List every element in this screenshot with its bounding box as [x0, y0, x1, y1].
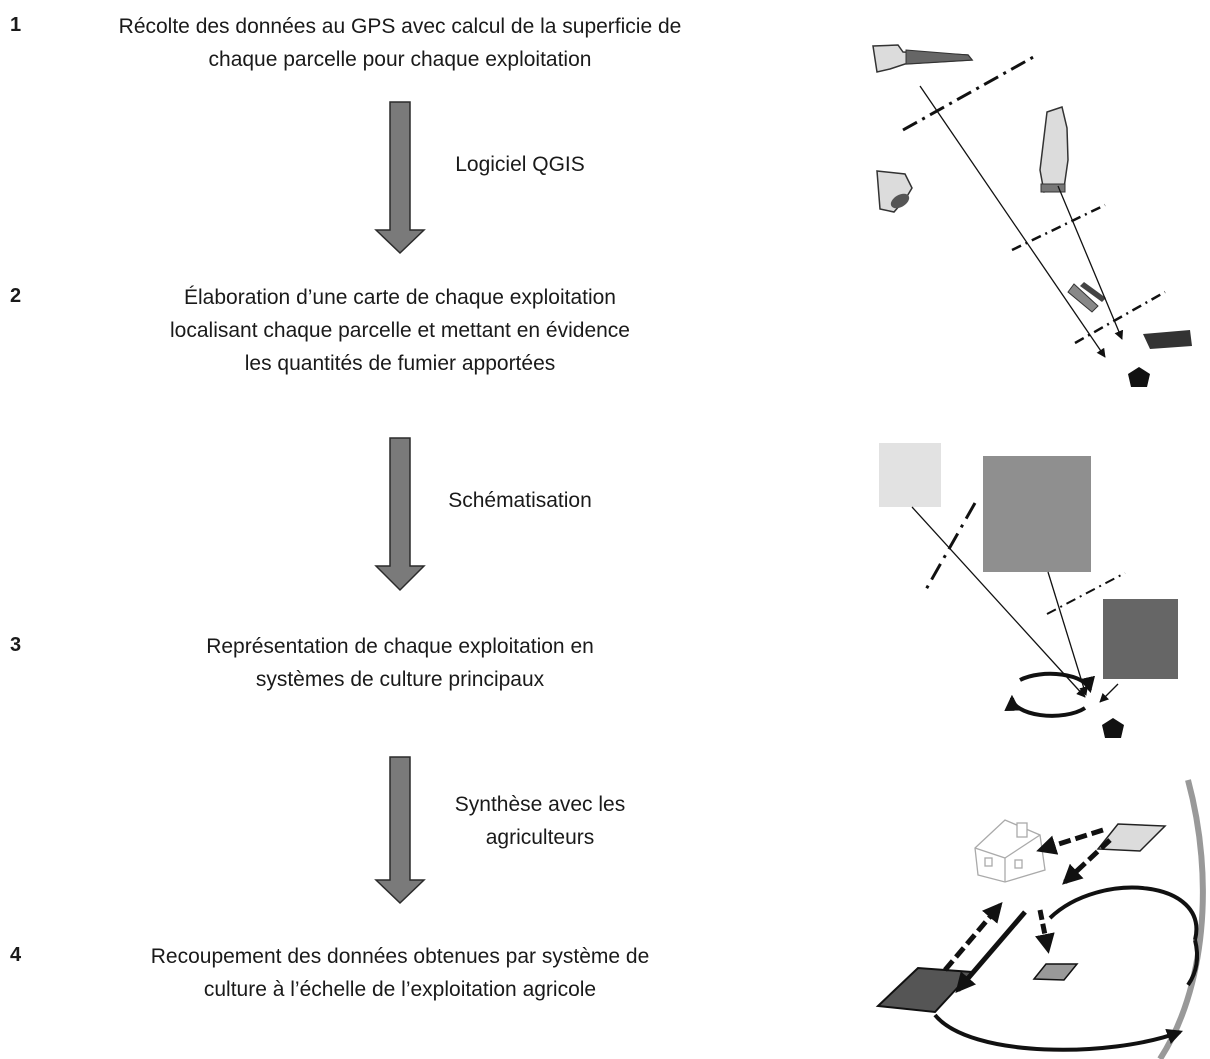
- step-3-text: Représentation de chaque exploitation en…: [60, 630, 740, 696]
- step-3-number: 3: [10, 634, 22, 656]
- step-1-line-2: chaque parcelle pour chaque exploitation: [208, 48, 592, 71]
- transition-3-line-2: agriculteurs: [485, 826, 595, 849]
- farm-synthesis-illustration: [875, 779, 1206, 1059]
- down-arrow-1: [374, 101, 426, 255]
- step-2-number: 2: [10, 285, 22, 307]
- light-parcel-square: [879, 443, 941, 507]
- rotation-loop: [1186, 939, 1199, 987]
- step-1-number: 1: [10, 14, 22, 36]
- parcel-map-illustration: [872, 44, 1192, 387]
- farmhouse-icon: [974, 819, 1046, 883]
- step-4-line-1: Recoupement des données obtenues par sys…: [150, 945, 650, 968]
- step-4-number: 4: [10, 944, 22, 966]
- step-2-text: Élaboration d’une carte de chaque exploi…: [60, 281, 740, 380]
- step-2-line-1: Élaboration d’une carte de chaque exploi…: [184, 286, 616, 309]
- step-1-text: Récolte des données au GPS avec calcul d…: [60, 10, 740, 76]
- medium-parcel-square: [983, 456, 1091, 572]
- transition-1-label: Logiciel QGIS: [430, 148, 610, 181]
- parcel-shape: [1040, 183, 1066, 193]
- transition-3-line-1: Synthèse avec les: [454, 793, 626, 816]
- parcel-rhombus: [1096, 823, 1167, 852]
- rotation-cycle-icon: [1004, 694, 1087, 718]
- step-2-line-3: les quantités de fumier apportées: [244, 352, 556, 375]
- down-arrow-2: [374, 437, 426, 592]
- parcel-rhombus: [875, 966, 975, 1014]
- farm-marker: [1128, 367, 1150, 387]
- farm-marker: [1102, 718, 1124, 738]
- step-1-line-1: Récolte des données au GPS avec calcul d…: [118, 15, 682, 38]
- rotation-loop: [1048, 885, 1199, 941]
- parcel-shape: [1067, 283, 1099, 313]
- step-2-line-2: localisant chaque parcelle et mettant en…: [170, 319, 630, 342]
- dark-parcel-square: [1103, 599, 1178, 679]
- step-4-line-2: culture à l’échelle de l’exploitation ag…: [203, 978, 597, 1001]
- transition-2-line-1: Schématisation: [448, 489, 592, 512]
- parcel-shape: [1143, 330, 1192, 349]
- parcel-shape: [905, 49, 973, 65]
- parcel-shape: [1039, 106, 1069, 193]
- step-3-line-2: systèmes de culture principaux: [255, 668, 545, 691]
- transition-3-label: Synthèse avec les agriculteurs: [430, 788, 650, 854]
- parcel-shape: [890, 193, 910, 209]
- schematic-illustration: [879, 443, 1178, 738]
- rotation-loop: [933, 1013, 1184, 1052]
- step-3-line-1: Représentation de chaque exploitation en: [206, 635, 594, 658]
- parcel-shape: [1080, 282, 1106, 302]
- rotation-cycle-icon: [1019, 671, 1095, 694]
- transition-1-line-1: Logiciel QGIS: [455, 153, 585, 176]
- parcel-rhombus: [1032, 963, 1079, 981]
- transition-2-label: Schématisation: [430, 484, 610, 517]
- step-4-text: Recoupement des données obtenues par sys…: [60, 940, 740, 1006]
- down-arrow-3: [374, 756, 426, 905]
